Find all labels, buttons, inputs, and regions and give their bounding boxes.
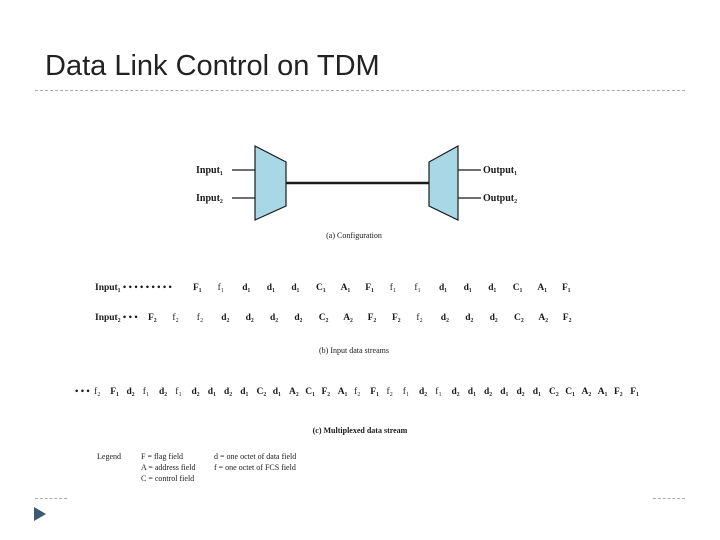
multiplexed-frame-token: d₁ <box>240 387 248 397</box>
input2-frame-token: f₂ <box>172 312 178 323</box>
multiplexed-frame-token: d₁ <box>208 387 216 397</box>
input2-frame-token: d₂ <box>294 313 302 323</box>
input2-label: Input₂ <box>196 193 223 204</box>
multiplexed-frame-token: d₁ <box>468 387 476 397</box>
multiplexed-stream: f₂ F₁ d₂ f₁ d₂ f₁ d₂ d₁ d₂ d₁ C₂ d₁ A₂ C₁ F₂ A₁ f₂ F₁ f₂ f₁… <box>94 386 639 397</box>
multiplexed-frame-token: d₂ <box>127 387 135 397</box>
multiplexed-frame-token: f₂ <box>94 386 100 397</box>
input1-frame-token: f₁ <box>414 282 420 293</box>
multiplexed-frame-token: d₂ <box>452 387 460 397</box>
input2-frame-token: F₂ <box>563 313 572 323</box>
input1-frame-token: F₁ <box>193 283 202 293</box>
multiplexed-stream-lead: • • • <box>75 387 90 397</box>
multiplexed-frame-token: F₂ <box>322 387 331 397</box>
input-streams-caption: (b) Input data streams <box>319 346 389 355</box>
multiplexed-frame-token: f₂ <box>387 386 393 397</box>
multiplexed-frame-token: C₂ <box>257 387 267 397</box>
input2-frame-token: F₂ <box>392 313 401 323</box>
output2-label: Output₂ <box>483 193 517 204</box>
input1-label: Input₁ <box>196 165 223 176</box>
multiplexed-frame-token: d₂ <box>517 387 525 397</box>
input1-frame-token: F₁ <box>365 283 374 293</box>
input1-frame-token: d₁ <box>464 283 472 293</box>
slide-bullet-arrow-icon <box>34 507 46 521</box>
input2-stream-label: Input₂ • • • <box>95 313 138 323</box>
input1-stream-label: Input₁ • • • • • • • • • <box>95 283 172 293</box>
input2-frame-token: f₂ <box>416 312 422 323</box>
multiplexed-frame-token: d₁ <box>273 387 281 397</box>
input2-frame-token: F₂ <box>368 313 377 323</box>
legend-item: d = one octet of data field <box>214 452 296 461</box>
footer-divider-left <box>35 498 67 499</box>
input1-frame-token: A₁ <box>537 283 547 293</box>
input1-frame-token: d₁ <box>488 283 496 293</box>
input2-frame-token: d₂ <box>490 313 498 323</box>
multiplexed-frame-token: d₂ <box>159 387 167 397</box>
configuration-caption: (a) Configuration <box>326 231 382 240</box>
input1-frame-token: F₁ <box>562 283 571 293</box>
input1-frame-token: C₁ <box>316 283 326 293</box>
multiplexed-frame-token: d₂ <box>224 387 232 397</box>
multiplexed-frame-token: C₂ <box>549 387 559 397</box>
legend-item: F = flag field <box>141 452 183 461</box>
input1-frame-token: d₁ <box>439 283 447 293</box>
multiplexed-frame-token: f₁ <box>143 386 149 397</box>
multiplexed-caption: (c) Multiplexed data stream <box>313 426 408 435</box>
input2-frame-token: f₂ <box>197 312 203 323</box>
slide-title: Data Link Control on TDM <box>45 50 380 82</box>
multiplexed-frame-token: C₁ <box>305 387 315 397</box>
multiplexer <box>254 145 287 221</box>
legend-title: Legend <box>97 452 121 461</box>
input2-stream: F₂ f₂ f₂ d₂ d₂ d₂ d₂ C₂ A₂ F₂ F₂ f₂ d₂ d₂ d₂ C₂ A₂ F₂ <box>148 312 572 323</box>
multiplexed-frame-token: d₂ <box>419 387 427 397</box>
multiplexed-frame-token: A₂ <box>582 387 592 397</box>
input1-frame-token: d₁ <box>291 283 299 293</box>
input2-frame-token: d₂ <box>465 313 473 323</box>
multiplexed-frame-token: d₂ <box>192 387 200 397</box>
output1-label: Output₁ <box>483 165 517 176</box>
multiplexed-frame-token: d₁ <box>533 387 541 397</box>
footer-divider-right <box>653 498 685 499</box>
multiplexed-frame-token: A₁ <box>338 387 348 397</box>
input2-frame-token: A₂ <box>343 313 353 323</box>
legend-item: C = control field <box>141 474 194 483</box>
input1-frame-token: f₁ <box>390 282 396 293</box>
multiplexed-frame-token: F₁ <box>630 387 639 397</box>
multiplexed-frame-token: A₂ <box>289 387 299 397</box>
multiplexed-frame-token: d₁ <box>500 387 508 397</box>
multiplexed-frame-token: F₁ <box>370 387 379 397</box>
input2-frame-token: F₂ <box>148 313 157 323</box>
input2-frame-token: A₂ <box>538 313 548 323</box>
multiplexed-frame-token: f₁ <box>175 386 181 397</box>
multiplexed-frame-token: F₂ <box>614 387 623 397</box>
input1-stream: F₁ f₁ d₁ d₁ d₁ C₁ A₁ F₁ f₁ f₁ d₁ d₁ d₁ C₁ A₁ F₁ <box>193 282 571 293</box>
input1-frame-token: d₁ <box>242 283 250 293</box>
legend-item: A = address field <box>141 463 196 472</box>
input1-frame-token: A₁ <box>341 283 351 293</box>
title-divider <box>35 90 685 91</box>
multiplexed-frame-token: A₁ <box>598 387 608 397</box>
input1-frame-token: C₁ <box>513 283 523 293</box>
input1-frame-token: f₁ <box>218 282 224 293</box>
input2-frame-token: d₂ <box>221 313 229 323</box>
input1-frame-token: d₁ <box>267 283 275 293</box>
multiplexed-frame-token: f₂ <box>354 386 360 397</box>
input2-frame-token: d₂ <box>270 313 278 323</box>
input2-frame-token: d₂ <box>246 313 254 323</box>
multiplexed-frame-token: d₂ <box>484 387 492 397</box>
input2-frame-token: C₂ <box>319 313 329 323</box>
input2-frame-token: d₂ <box>441 313 449 323</box>
multiplexed-frame-token: f₁ <box>403 386 409 397</box>
legend-item: f = one octet of FCS field <box>214 463 296 472</box>
multiplexed-frame-token: F₁ <box>110 387 119 397</box>
multiplexed-frame-token: f₁ <box>435 386 441 397</box>
input2-frame-token: C₂ <box>514 313 524 323</box>
multiplexed-frame-token: C₁ <box>565 387 575 397</box>
demultiplexer <box>428 144 459 221</box>
